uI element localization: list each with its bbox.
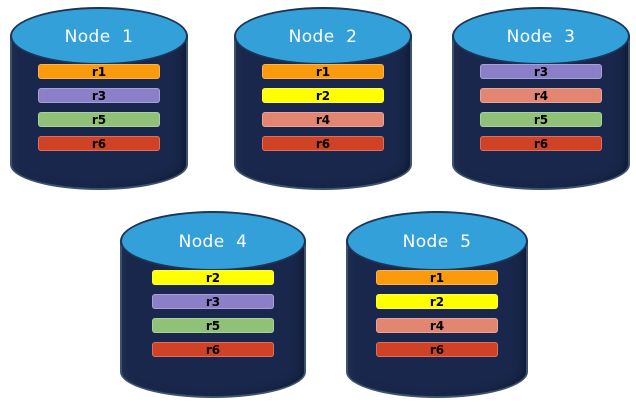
replica-bar-list: r3 r4 r5 r6: [452, 64, 630, 151]
replica-bar-list: r2 r3 r5 r6: [120, 270, 306, 357]
replica-bar-list: r1 r3 r5 r6: [10, 64, 188, 151]
replica-bar-r5[interactable]: r5: [480, 112, 602, 127]
replica-bar-r6[interactable]: r6: [38, 136, 160, 151]
replica-bar-r6[interactable]: r6: [262, 136, 384, 151]
replica-bar-r6[interactable]: r6: [152, 342, 274, 357]
cylinder-top-ellipse: [452, 7, 630, 65]
cylinder-top-ellipse: [346, 211, 528, 271]
cylinder-top-ellipse: [120, 211, 306, 271]
replica-bar-r6[interactable]: r6: [376, 342, 498, 357]
replica-bar-r3[interactable]: r3: [152, 294, 274, 309]
replica-bar-r4[interactable]: r4: [480, 88, 602, 103]
replica-bar-list: r1 r2 r4 r6: [234, 64, 412, 151]
cylinder-top-ellipse: [234, 7, 412, 65]
replica-bar-r5[interactable]: r5: [38, 112, 160, 127]
replica-bar-r2[interactable]: r2: [376, 294, 498, 309]
replica-bar-r2[interactable]: r2: [262, 88, 384, 103]
replica-bar-r1[interactable]: r1: [38, 64, 160, 79]
replica-bar-r4[interactable]: r4: [262, 112, 384, 127]
replica-bar-r3[interactable]: r3: [480, 64, 602, 79]
replica-bar-r3[interactable]: r3: [38, 88, 160, 103]
replica-bar-r4[interactable]: r4: [376, 318, 498, 333]
cylinder-top-ellipse: [10, 7, 188, 65]
replica-bar-r1[interactable]: r1: [376, 270, 498, 285]
replica-bar-r1[interactable]: r1: [262, 64, 384, 79]
replica-bar-list: r1 r2 r4 r6: [346, 270, 528, 357]
replica-bar-r2[interactable]: r2: [152, 270, 274, 285]
replica-bar-r6[interactable]: r6: [480, 136, 602, 151]
replica-bar-r5[interactable]: r5: [152, 318, 274, 333]
